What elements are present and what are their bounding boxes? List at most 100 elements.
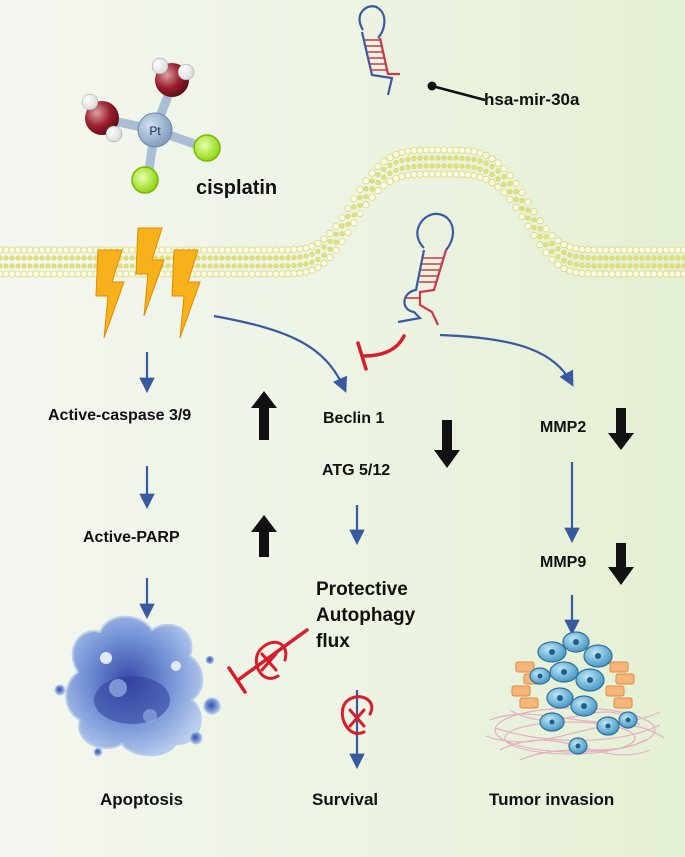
lipid-bead xyxy=(507,180,513,187)
mirna-to-mmp2-arrow xyxy=(439,333,574,387)
lipid-bead xyxy=(254,246,262,254)
lipid-bead xyxy=(236,270,244,278)
lipid-bead xyxy=(674,246,682,254)
lipid-bead xyxy=(327,246,333,252)
lipid-bead xyxy=(207,263,213,269)
lipid-bead xyxy=(578,269,586,277)
lipid-bead xyxy=(531,225,537,231)
lipid-bead xyxy=(482,175,490,183)
lipid-bead xyxy=(380,181,388,189)
lipid-bead xyxy=(339,223,345,229)
lipid-bead xyxy=(465,156,471,162)
lipid-bead xyxy=(603,255,609,261)
lipid-bead xyxy=(597,255,603,261)
lipid-bead xyxy=(614,246,622,254)
lipid-bead xyxy=(446,146,454,154)
lipid-bead xyxy=(297,262,303,268)
lipid-bead xyxy=(609,263,615,269)
lipid-bead xyxy=(602,270,610,278)
mirna-pointer-line xyxy=(431,84,486,102)
lipid-bead xyxy=(9,263,15,269)
lipid-bead xyxy=(674,270,682,278)
lipid-bead xyxy=(351,204,357,210)
lipid-bead xyxy=(590,246,598,254)
lipid-bead xyxy=(345,221,351,228)
lipid-bead xyxy=(33,255,39,261)
mirna-hairpin-icon xyxy=(358,5,400,96)
lipid-bead xyxy=(272,270,280,278)
beclin-down-arrow xyxy=(434,420,460,468)
lipid-bead xyxy=(392,150,400,159)
lipid-bead xyxy=(680,246,685,254)
lipid-bead xyxy=(75,263,81,269)
lipid-bead xyxy=(302,268,310,276)
lipid-bead xyxy=(363,194,369,200)
lipid-bead xyxy=(621,263,627,269)
lipid-bead xyxy=(350,195,358,203)
lipid-bead xyxy=(417,155,423,161)
lipid-bead xyxy=(470,172,478,180)
lipid-bead xyxy=(344,228,352,237)
lipid-bead xyxy=(279,255,285,261)
lipid-bead xyxy=(681,263,685,269)
lipid-bead xyxy=(339,231,345,237)
lipid-bead xyxy=(219,263,225,269)
lipid-bead xyxy=(68,270,76,278)
parp-label: Active-PARP xyxy=(83,529,180,546)
lipid-bead xyxy=(69,263,75,269)
autophagy-label: Protective Autophagy flux xyxy=(316,577,415,655)
lipid-bead xyxy=(69,255,75,261)
lipid-bead xyxy=(290,246,298,254)
lipid-bead xyxy=(50,270,58,278)
lipid-bead xyxy=(464,147,472,155)
autophagy-line-1: Protective xyxy=(316,579,408,600)
lipid-bead xyxy=(381,166,387,172)
lipid-bead xyxy=(21,255,27,261)
lipid-bead xyxy=(441,163,447,169)
lipid-bead xyxy=(20,270,28,278)
lipid-bead xyxy=(296,269,304,277)
lipid-bead xyxy=(284,270,292,278)
lipid-bead xyxy=(566,243,574,251)
lipid-bead xyxy=(260,270,268,278)
lipid-bead xyxy=(530,232,538,240)
lipid-bead xyxy=(333,239,339,245)
lipid-bead xyxy=(405,156,411,162)
lipid-bead xyxy=(675,263,681,269)
lipid-bead xyxy=(561,249,567,256)
lipid-bead xyxy=(428,146,436,154)
lipid-bead xyxy=(129,263,135,269)
lipid-bead xyxy=(614,270,622,278)
lipid-bead xyxy=(14,270,22,278)
lipid-bead xyxy=(531,217,537,223)
lipid-bead xyxy=(495,176,501,182)
lipid-bead xyxy=(416,170,424,178)
lipid-bead xyxy=(368,193,376,201)
lipid-bead xyxy=(231,263,237,269)
mmp2-label: MMP2 xyxy=(540,419,587,436)
lipid-bead xyxy=(482,151,490,159)
lipid-bead xyxy=(644,246,652,254)
lipid-bead xyxy=(32,270,40,278)
lipid-bead xyxy=(81,263,87,269)
lipid-bead xyxy=(560,240,568,249)
lipid-bead xyxy=(386,153,394,161)
survival-blocked-symbol xyxy=(340,695,374,735)
lipid-bead xyxy=(74,246,82,254)
lipid-bead xyxy=(315,256,321,262)
lipid-bead xyxy=(327,238,333,244)
lipid-bead xyxy=(375,180,381,186)
lipid-bead xyxy=(230,246,238,254)
lipid-bead xyxy=(453,155,459,161)
lipid-bead xyxy=(26,270,34,278)
lipid-bead xyxy=(525,207,531,213)
mmp9-label: MMP9 xyxy=(540,554,587,571)
bolt-to-beclin-arrow xyxy=(213,314,348,393)
lipid-bead xyxy=(422,146,430,154)
lipid-bead xyxy=(62,270,70,278)
lipid-bead xyxy=(591,263,597,269)
lipid-bead xyxy=(452,146,460,154)
lipid-bead xyxy=(2,246,10,254)
lipid-bead xyxy=(267,255,273,261)
lipid-bead xyxy=(548,255,556,264)
